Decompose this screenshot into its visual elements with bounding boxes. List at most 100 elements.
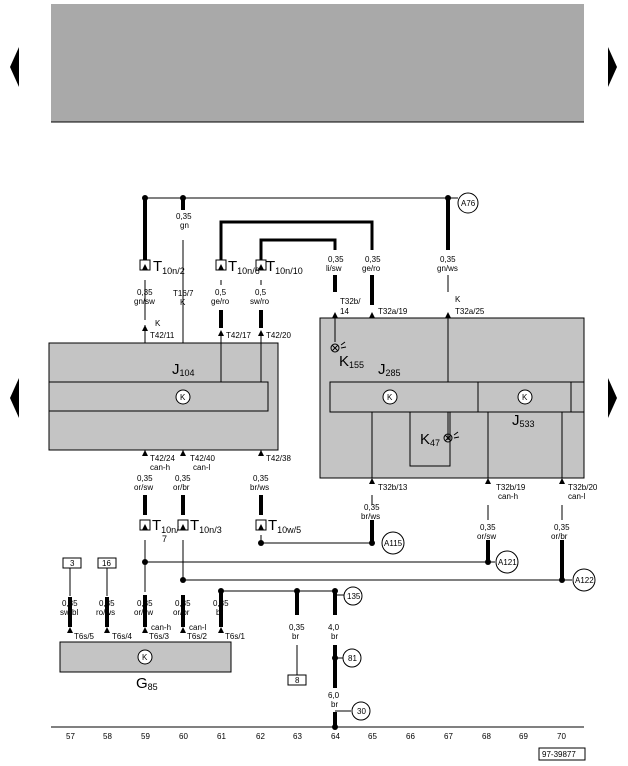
pin-arrows bbox=[67, 312, 565, 633]
svg-text:0,35: 0,35 bbox=[328, 255, 344, 264]
doc-number: 97-39877 bbox=[542, 750, 576, 759]
svg-text:57: 57 bbox=[66, 732, 75, 741]
svg-text:T32b/: T32b/ bbox=[340, 297, 361, 306]
svg-text:0,35: 0,35 bbox=[175, 599, 191, 608]
svg-text:T42/20: T42/20 bbox=[266, 331, 291, 340]
terminal-boxes: 3 16 8 bbox=[62, 557, 307, 686]
svg-text:T42/38: T42/38 bbox=[266, 454, 291, 463]
svg-text:K: K bbox=[155, 319, 161, 328]
svg-text:can-l: can-l bbox=[568, 492, 586, 501]
nav-left-arrow-middle[interactable] bbox=[10, 378, 19, 418]
column-ruler: 57 58 59 60 61 62 63 64 65 66 67 68 69 7… bbox=[66, 732, 566, 741]
ref-30 bbox=[351, 701, 371, 721]
svg-text:64: 64 bbox=[331, 732, 340, 741]
svg-text:li/sw: li/sw bbox=[326, 264, 342, 273]
svg-text:T16/7: T16/7 bbox=[173, 289, 194, 298]
doc-number-box bbox=[538, 747, 586, 761]
ref-a121 bbox=[495, 550, 519, 574]
wires bbox=[51, 197, 584, 728]
nav-right-arrow-top[interactable] bbox=[608, 47, 617, 87]
svg-text:0,35: 0,35 bbox=[365, 255, 381, 264]
j104-bus-bar bbox=[48, 381, 269, 412]
nav-right-arrow-middle[interactable] bbox=[608, 378, 617, 418]
connector-t10n7-pin: 7 bbox=[162, 534, 167, 544]
connector-t10n2: T10n/2 bbox=[153, 258, 185, 276]
ref-a76 bbox=[457, 192, 479, 214]
k-bus-icons: K K K K bbox=[137, 389, 533, 665]
lamp-icon-k155 bbox=[330, 341, 347, 353]
svg-text:A121: A121 bbox=[498, 558, 517, 567]
svg-text:69: 69 bbox=[519, 732, 528, 741]
svg-text:14: 14 bbox=[340, 307, 349, 316]
label-j285: J285 bbox=[378, 361, 401, 378]
svg-text:T6s/5: T6s/5 bbox=[74, 632, 95, 641]
svg-text:gn/sw: gn/sw bbox=[134, 297, 155, 306]
svg-text:0,35: 0,35 bbox=[554, 523, 570, 532]
svg-text:br: br bbox=[331, 700, 338, 709]
svg-text:0,35: 0,35 bbox=[99, 599, 115, 608]
svg-text:59: 59 bbox=[141, 732, 150, 741]
svg-text:br/ws: br/ws bbox=[361, 512, 380, 521]
connector-t10n10: T10n/10 bbox=[266, 258, 303, 276]
connector-t10n7: T10n/ bbox=[152, 517, 179, 535]
svg-text:A76: A76 bbox=[461, 199, 476, 208]
svg-text:0,5: 0,5 bbox=[215, 288, 227, 297]
lamp-icon-k47 bbox=[443, 431, 460, 443]
k47-box bbox=[409, 411, 451, 467]
svg-text:ro/ws: ro/ws bbox=[96, 608, 115, 617]
svg-text:63: 63 bbox=[293, 732, 302, 741]
svg-text:can-h: can-h bbox=[498, 492, 518, 501]
svg-text:K: K bbox=[455, 295, 461, 304]
svg-text:58: 58 bbox=[103, 732, 112, 741]
reference-markers: A76 A115 A121 A122 135 81 30 bbox=[342, 192, 596, 721]
nav-left-arrow-top[interactable] bbox=[10, 47, 19, 87]
svg-text:T32a/25: T32a/25 bbox=[455, 307, 485, 316]
ref-135 bbox=[343, 586, 363, 606]
svg-text:8: 8 bbox=[295, 676, 300, 685]
svg-text:0,35: 0,35 bbox=[440, 255, 456, 264]
svg-text:0,35: 0,35 bbox=[364, 503, 380, 512]
svg-text:can-h: can-h bbox=[151, 623, 171, 632]
svg-text:0,35: 0,35 bbox=[137, 288, 153, 297]
svg-text:81: 81 bbox=[348, 654, 357, 663]
svg-text:T32a/19: T32a/19 bbox=[378, 307, 408, 316]
svg-text:T32b/13: T32b/13 bbox=[378, 483, 408, 492]
svg-text:T6s/4: T6s/4 bbox=[112, 632, 133, 641]
svg-text:0,35: 0,35 bbox=[137, 599, 153, 608]
svg-text:0,35: 0,35 bbox=[480, 523, 496, 532]
svg-text:or/br: or/br bbox=[551, 532, 568, 541]
svg-text:T42/11: T42/11 bbox=[150, 331, 175, 340]
svg-text:T42/40: T42/40 bbox=[190, 454, 215, 463]
ref-a115 bbox=[381, 531, 405, 555]
svg-text:0,35: 0,35 bbox=[137, 474, 153, 483]
svg-text:can-l: can-l bbox=[193, 463, 211, 472]
svg-text:sw/bl: sw/bl bbox=[60, 608, 78, 617]
svg-text:T6s/2: T6s/2 bbox=[187, 632, 208, 641]
svg-text:66: 66 bbox=[406, 732, 415, 741]
svg-text:A122: A122 bbox=[575, 576, 594, 585]
svg-text:3: 3 bbox=[70, 559, 75, 568]
svg-text:30: 30 bbox=[357, 707, 366, 716]
svg-text:br: br bbox=[331, 632, 338, 641]
header-panel bbox=[51, 4, 584, 122]
svg-text:0,35: 0,35 bbox=[289, 623, 305, 632]
svg-text:68: 68 bbox=[482, 732, 491, 741]
svg-text:K: K bbox=[387, 393, 393, 402]
label-j104: J104 bbox=[172, 361, 195, 378]
label-j533: J533 bbox=[512, 412, 535, 429]
svg-text:br: br bbox=[292, 632, 299, 641]
svg-text:T32b/20: T32b/20 bbox=[568, 483, 598, 492]
svg-text:A115: A115 bbox=[384, 539, 403, 548]
svg-text:T42/17: T42/17 bbox=[226, 331, 251, 340]
svg-text:K: K bbox=[180, 393, 186, 402]
svg-text:T6s/3: T6s/3 bbox=[149, 632, 170, 641]
connector-t10n6: T10n/6 bbox=[228, 258, 260, 276]
svg-text:0,35: 0,35 bbox=[213, 599, 229, 608]
svg-text:can-h: can-h bbox=[150, 463, 170, 472]
svg-text:gn: gn bbox=[180, 221, 189, 230]
svg-text:or/br: or/br bbox=[173, 483, 190, 492]
svg-text:62: 62 bbox=[256, 732, 265, 741]
svg-text:br/ws: br/ws bbox=[250, 483, 269, 492]
svg-text:135: 135 bbox=[347, 592, 361, 601]
